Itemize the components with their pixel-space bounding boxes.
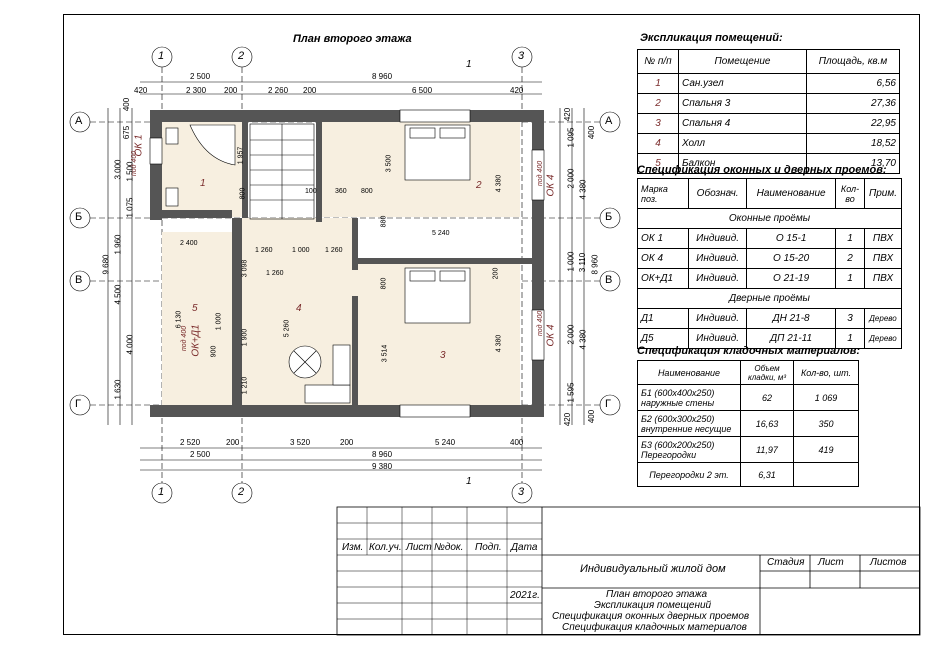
- axis-label-A-right: А: [605, 115, 613, 127]
- dim-top-r2-6: 6 500: [412, 86, 433, 95]
- openings-header-designation: Обознач.: [687, 178, 748, 209]
- openings-title: Спецификация оконных и дверных проемов:: [637, 164, 887, 176]
- interior-dim-10: 2 400: [180, 240, 198, 247]
- masonry-row-qty: 350: [793, 410, 859, 437]
- axis-label-A-left: А: [75, 115, 83, 127]
- axis-label-2-top: 2: [238, 50, 245, 62]
- dim-top-r2-2: 2 300: [186, 86, 207, 95]
- dim-bottom-total: 9 380: [372, 462, 393, 471]
- dim-bottom-r2-1: 2 500: [190, 450, 211, 459]
- dim-top-r2-1: 420: [134, 86, 148, 95]
- dim-top-r2-3: 200: [224, 86, 238, 95]
- masonry-header-qty: Кол-во, шт.: [793, 360, 859, 385]
- room-number-4: 4: [296, 303, 302, 314]
- stamp-contents-2: Экспликация помещений: [594, 600, 712, 611]
- interior-dim-5: 800: [361, 188, 373, 195]
- masonry-row-qty: 419: [793, 436, 859, 463]
- axis-label-V-left: В: [75, 274, 83, 286]
- stamp-contents-4: Спецификация кладочных материалов: [562, 622, 747, 633]
- axis-label-B-right: Б: [605, 211, 613, 223]
- axis-label-V-right: В: [605, 274, 613, 286]
- stamp-stage: Стадия: [767, 557, 805, 568]
- explication-header-room: Помещение: [678, 49, 807, 74]
- stamp-project: Индивидуальный жилой дом: [580, 563, 726, 575]
- axis-label-B-left: Б: [75, 211, 83, 223]
- room-number-5: 5: [192, 303, 198, 314]
- stamp-sheets: Листов: [870, 557, 907, 568]
- axis-label-2-bottom: 2: [238, 486, 245, 498]
- interior-dim-3: 360: [335, 188, 347, 195]
- stamp-col-count: Кол.уч.: [369, 542, 402, 553]
- opening-note: Дерево: [864, 328, 902, 349]
- interior-dim-4: 100: [305, 188, 317, 195]
- masonry-row-name: Б1 (600х400х250) наружные стены: [637, 384, 741, 411]
- room-number-1: 1: [200, 178, 206, 189]
- masonry-header-volume: Объем кладки, м³: [740, 360, 794, 385]
- interior-dim-9: 5 240: [432, 230, 450, 237]
- dim-top-r2-5: 200: [303, 86, 317, 95]
- opening-designation: Индивид.: [687, 328, 748, 349]
- axis-label-1-bottom: 1: [158, 486, 165, 498]
- masonry-row-name: Б2 (600х300х250) внутренние несущие: [637, 410, 741, 437]
- axis-label-3-top: 3: [518, 50, 525, 62]
- axis-label-G-left: Г: [75, 398, 81, 410]
- dim-top-2: 8 960: [372, 72, 393, 81]
- masonry-row-name: Перегородки 2 эт.: [637, 462, 741, 487]
- stamp-sheet: Лист: [818, 557, 844, 568]
- explication-row-area: 13,70: [806, 153, 900, 174]
- dim-bottom-1: 2 520: [180, 438, 201, 447]
- dim-bottom-3: 3 520: [290, 438, 311, 447]
- dim-top-r2-4: 2 260: [268, 86, 289, 95]
- stamp-col-change: Изм.: [342, 542, 364, 553]
- interior-dim-12: 1 000: [292, 247, 310, 254]
- stamp-col-sheet: Лист: [406, 542, 432, 553]
- dim-top-r2-7: 420: [510, 86, 524, 95]
- opening-mark: Д5: [637, 328, 689, 349]
- dim-top-1: 2 500: [190, 72, 211, 81]
- plan-title: План второго этажа: [293, 33, 412, 45]
- interior-dim-11: 1 260: [255, 247, 273, 254]
- dim-bottom-6: 400: [510, 438, 524, 447]
- dim-bottom-2: 200: [226, 438, 240, 447]
- room-number-3: 3: [440, 350, 446, 361]
- interior-dim-13: 1 260: [325, 247, 343, 254]
- masonry-table: Наименование Объем кладки, м³ Кол-во, шт…: [637, 360, 859, 487]
- stamp-contents-1: План второго этажа: [606, 589, 708, 600]
- explication-header-area: Площадь, кв.м: [806, 49, 900, 74]
- openings-header-mark: Марка поз.: [637, 178, 689, 209]
- room-number-2: 2: [476, 180, 482, 191]
- axis-label-G-right: Г: [605, 398, 611, 410]
- masonry-row-name: Б3 (600х200х250) Перегородки: [637, 436, 741, 463]
- axis-label-1-top: 1: [158, 50, 165, 62]
- north-mark-top: 1: [466, 59, 472, 70]
- interior-dim-25: 1 260: [266, 270, 284, 277]
- dim-bottom-4: 200: [340, 438, 354, 447]
- explication-title: Экспликация помещений:: [640, 32, 783, 44]
- stamp-col-sign: Подп.: [475, 542, 502, 553]
- stamp-col-doc: №док.: [434, 542, 464, 553]
- dim-bottom-r2-2: 8 960: [372, 450, 393, 459]
- openings-table: Марка поз. Обознач. Наименование Кол-во …: [637, 178, 902, 349]
- masonry-row-qty: [793, 462, 859, 487]
- axis-label-3-bottom: 3: [518, 486, 525, 498]
- stamp-year: 2021г.: [510, 590, 540, 601]
- north-mark-bottom: 1: [466, 476, 472, 487]
- sheet-frame: [63, 14, 920, 635]
- dim-bottom-5: 5 240: [435, 438, 456, 447]
- masonry-title: Спецификация кладочных материалов:: [637, 345, 861, 357]
- stamp-contents-3: Спецификация оконных дверных проемов: [552, 611, 750, 622]
- stamp-col-date: Дата: [511, 542, 538, 553]
- masonry-row-volume: 6,31: [740, 462, 794, 487]
- explication-row-num: 5: [637, 153, 679, 174]
